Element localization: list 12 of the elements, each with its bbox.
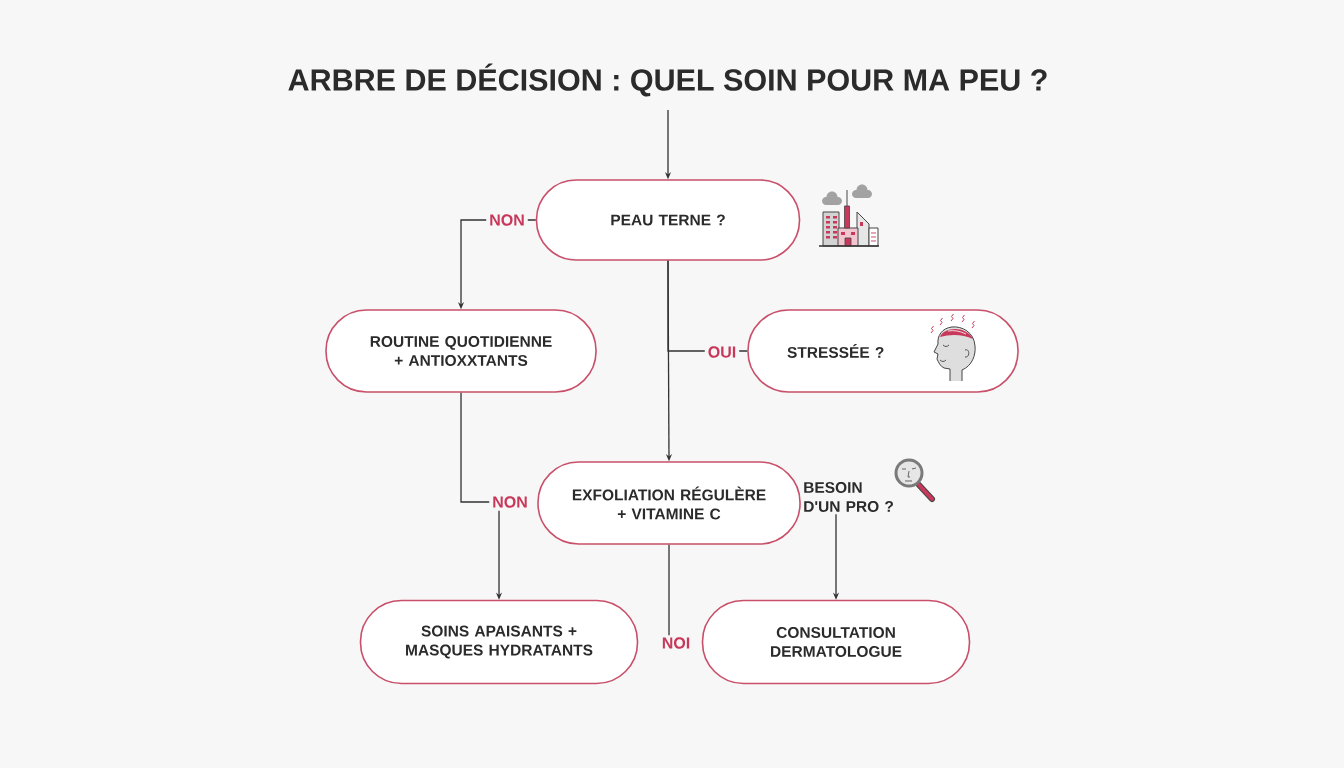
question-text: BESOIN D'UN PRO ? [804,482,893,512]
title: ARBRE DE DÉCISION : QUEL SOIN POUR MA PEU ? [288,63,1047,97]
connector-line [668,544,670,636]
edge-label: NON [489,493,531,511]
rounded-box: EXFOLIATION RÉGULÈRE + VITAMINE C [537,461,801,545]
rounded-box: CONSULTATION DERMATOLOGUE [701,599,971,685]
rounded-box: ROUTINE QUOTIDIENNE + ANTIOXXTANTS [325,309,597,393]
rounded-box: PEAU TERNE ? [535,179,801,261]
edge-label: OUI [704,343,740,361]
edge-label: NON [486,211,528,229]
rounded-box: SOINS APAISANTS + MASQUES HYDRATANTS [359,599,639,685]
branch-label: NOI [662,637,690,649]
